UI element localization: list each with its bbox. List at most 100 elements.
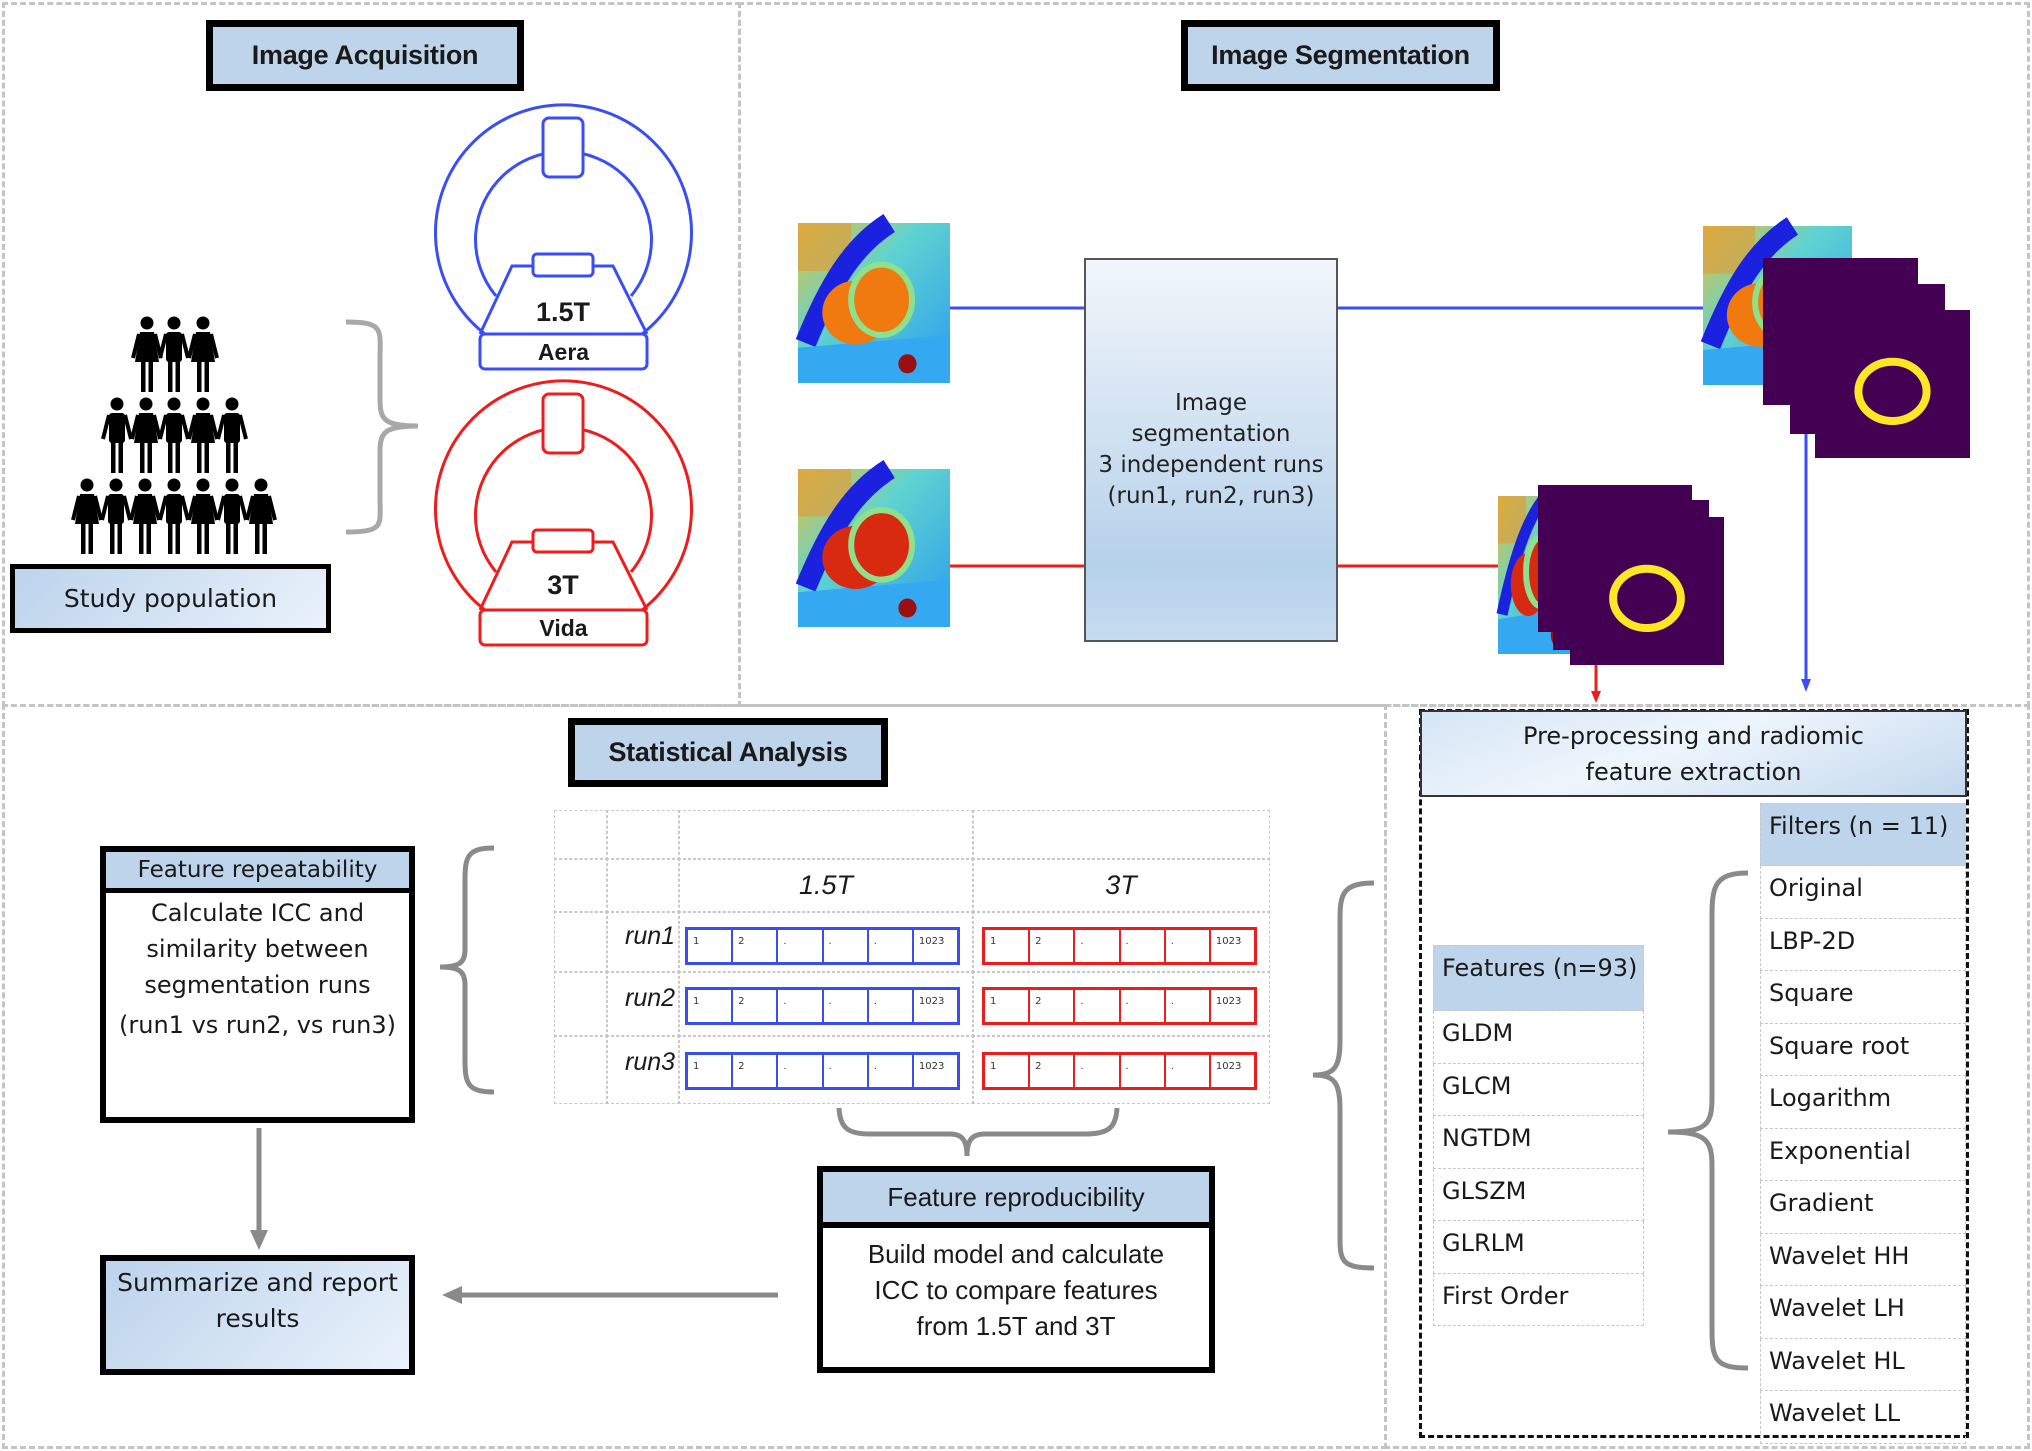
vector-cell: .: [824, 930, 869, 962]
column-header-1-5t: 1.5T: [678, 858, 974, 913]
table-cell: [554, 971, 608, 1037]
vector-cell: .: [778, 930, 824, 962]
person-icon: [216, 397, 248, 473]
scanner-2-model: Vida: [539, 614, 588, 641]
vector-cell: 1023: [918, 996, 945, 1007]
extraction-title-line-2: feature extraction: [1585, 758, 1802, 786]
vector-cell: .: [824, 1055, 869, 1087]
feature-repeatability-title: Feature repeatability: [137, 857, 378, 883]
reproducibility-line-1: Build model and calculate: [867, 1239, 1165, 1269]
segmentation-mask-6: [1570, 517, 1724, 665]
vector-cell: 1: [688, 1055, 734, 1087]
statistical-analysis-title: Statistical Analysis: [568, 718, 888, 787]
table-cell: [972, 810, 1270, 860]
person-icon: [158, 397, 190, 473]
scanner-top-coil: [541, 116, 585, 179]
mri-image-1-5t: [795, 214, 950, 383]
table-cell: [678, 810, 974, 860]
list-item: Wavelet HH: [1760, 1233, 1966, 1286]
table-cell: [972, 971, 1270, 1037]
scanner-outer-ring: [434, 379, 693, 612]
vector-cell: 2: [1030, 990, 1076, 1022]
study-population-label: Study population: [63, 584, 278, 613]
table-cell: [554, 810, 608, 860]
vector-cell: .: [1166, 990, 1211, 1022]
row-label-run1: run1: [606, 911, 680, 973]
list-item: LBP-2D: [1760, 918, 1966, 971]
vector-cell: .: [1121, 1055, 1166, 1087]
table-cell: [972, 911, 1270, 973]
list-item: Square: [1760, 971, 1966, 1024]
person-icon: [158, 478, 190, 554]
scanner-outer-ring: [434, 103, 693, 336]
list-item: First Order: [1433, 1273, 1644, 1326]
feature-reproducibility-box: Feature reproducibility Build model and …: [817, 1166, 1215, 1373]
person-icon: [187, 478, 219, 554]
vector-cell: .: [869, 1055, 914, 1087]
vector-cell: .: [778, 1055, 824, 1087]
scanner-base: [478, 608, 649, 647]
summary-line-1: Summarize and report: [117, 1268, 398, 1297]
list-item: Wavelet LH: [1760, 1286, 1966, 1339]
segmentation-process-line-4: (run1, run2, run3): [1107, 483, 1315, 509]
person-icon: [100, 478, 132, 554]
feature-reproducibility-header: Feature reproducibility: [823, 1172, 1209, 1228]
feature-repeatability-box: Feature repeatability Calculate ICC and …: [100, 846, 415, 1123]
vector-cell: 1: [985, 990, 1031, 1022]
feature-reproducibility-body: Build model and calculate ICC to compare…: [823, 1228, 1209, 1344]
table-cell: [678, 911, 974, 973]
table-cell: [554, 1035, 608, 1104]
row-label-run3: run3: [606, 1035, 680, 1104]
vector-cell: .: [1121, 930, 1166, 962]
reproducibility-line-2: ICC to compare features: [874, 1275, 1158, 1305]
scanner-2-icon: [434, 379, 693, 647]
scanner-table: [478, 540, 649, 611]
scanner-1-icon: [434, 103, 693, 371]
scanner-base: [478, 332, 649, 371]
scanner-top-coil: [541, 392, 585, 455]
table-cell: [554, 911, 608, 973]
study-population-box: Study population: [10, 564, 331, 633]
repeatability-line-3: segmentation runs: [144, 971, 371, 999]
features-header: Features (n=93): [1433, 945, 1644, 1011]
vector-cell: .: [1075, 990, 1121, 1022]
statistical-analysis-title-text: Statistical Analysis: [608, 737, 848, 767]
scanner-1-field: 1.5T: [535, 296, 591, 327]
vector-cell: 1: [985, 1055, 1031, 1087]
vector-cell: .: [1075, 930, 1121, 962]
table-cell: [678, 971, 974, 1037]
image-acquisition-title-text: Image Acquisition: [251, 40, 479, 70]
filters-header: Filters (n = 11): [1760, 803, 1966, 866]
scanner-pad: [531, 528, 595, 554]
summarize-report-box: Summarize and report results: [100, 1255, 415, 1375]
table-cell: [678, 1035, 974, 1104]
table-cell: [554, 858, 608, 913]
person-icon: [131, 316, 163, 392]
scanner-pad: [531, 252, 595, 278]
vector-cell: 1023: [1215, 996, 1242, 1007]
feature-repeatability-header: Feature repeatability: [106, 852, 409, 893]
list-item: Gradient: [1760, 1181, 1966, 1234]
vector-cell: .: [1121, 990, 1166, 1022]
summary-line-2: results: [215, 1304, 300, 1333]
feature-repeatability-body: Calculate ICC and similarity between seg…: [106, 893, 409, 1043]
feature-reproducibility-title: Feature reproducibility: [887, 1181, 1145, 1212]
vector-cell: 1023: [918, 1061, 945, 1072]
scanner-table: [478, 264, 649, 335]
vector-cell: 2: [1030, 1055, 1076, 1087]
list-item: GLRLM: [1433, 1221, 1644, 1274]
section-feature-extraction: [1384, 704, 2030, 1449]
list-item: Exponential: [1760, 1128, 1966, 1181]
vector-cell: 1023: [918, 936, 945, 947]
